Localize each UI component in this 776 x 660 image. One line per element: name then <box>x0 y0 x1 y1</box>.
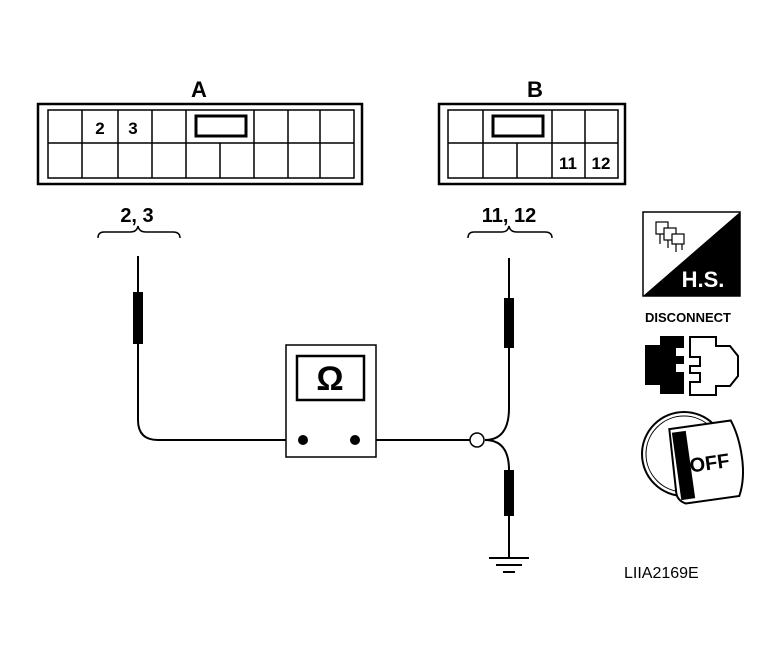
disconnect-icon: DISCONNECT <box>645 310 739 396</box>
harness-side-label: H.S. <box>682 267 725 292</box>
connector-a-terminal: 3 <box>128 119 137 138</box>
probe-label-a: 2, 3 <box>120 205 153 227</box>
wire-b <box>484 407 510 441</box>
meter-terminal <box>350 435 360 445</box>
connector-a-terminal: 2 <box>95 119 104 138</box>
wire-ground <box>484 439 510 471</box>
ignition-off-icon: OFF <box>641 411 745 505</box>
ohmmeter: Ω <box>285 344 377 458</box>
harness-side-icon: H.S. <box>642 211 741 297</box>
meter-terminal <box>298 435 308 445</box>
probe-a <box>133 256 143 420</box>
probe-b <box>504 258 514 408</box>
probe-label-b: 11, 12 <box>482 205 537 227</box>
ohm-symbol: Ω <box>316 360 343 398</box>
probe-ground <box>504 470 514 558</box>
wire-a <box>137 419 303 441</box>
brace-b <box>467 225 553 239</box>
ground-icon <box>489 557 529 573</box>
connector-b-title: B <box>527 77 543 102</box>
figure-code: LIIA2169E <box>624 565 699 582</box>
disconnect-label: DISCONNECT <box>645 310 731 325</box>
connector-b-terminal: 11 <box>559 154 577 173</box>
connector-a: A 2 3 <box>36 77 364 186</box>
brace-a <box>97 225 181 239</box>
connector-a-title: A <box>191 77 207 102</box>
connector-b-terminal: 12 <box>592 154 611 173</box>
connector-b: B 11 12 <box>437 77 627 186</box>
junction-point <box>469 432 485 448</box>
